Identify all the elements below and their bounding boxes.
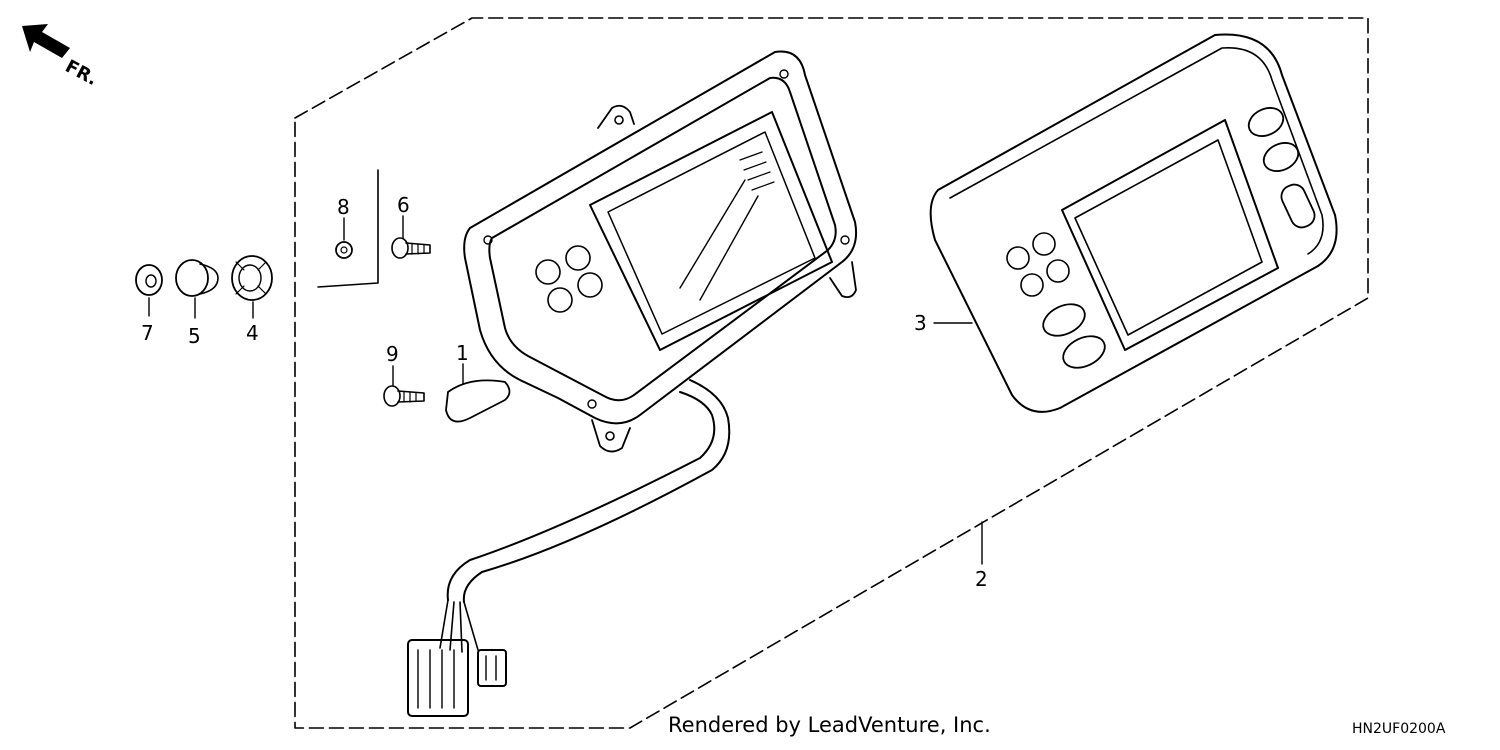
callout-8: 8	[337, 195, 350, 219]
nut-part-7	[135, 264, 163, 296]
assembly-boundary	[294, 17, 1369, 729]
footer-credit: Rendered by LeadVenture, Inc.	[668, 713, 991, 737]
screw-part-9	[383, 385, 425, 407]
callout-5: 5	[188, 324, 201, 348]
connector-large	[407, 639, 469, 717]
callout-1: 1	[456, 341, 469, 365]
callout-9: 9	[386, 342, 399, 366]
meter-housing	[463, 50, 858, 453]
grommet-part-4	[231, 255, 273, 301]
callout-3: 3	[914, 311, 927, 335]
front-label: FR.	[62, 56, 101, 90]
screw-part-6	[391, 237, 431, 259]
callout-6: 6	[397, 193, 410, 217]
meter-case	[929, 33, 1338, 413]
callout-4: 4	[246, 321, 259, 345]
connector-small	[477, 649, 507, 687]
wire-harness	[407, 379, 731, 717]
front-direction-arrow-icon: FR.	[22, 24, 101, 90]
sub-group-bracket	[317, 169, 379, 288]
nut-part-8	[335, 241, 353, 259]
leader-lines	[148, 215, 983, 565]
callout-7: 7	[141, 321, 154, 345]
collar-part-5	[175, 259, 219, 297]
clamp-part	[445, 379, 511, 423]
callout-2: 2	[975, 567, 988, 591]
diagram-code: HN2UF0200A	[1352, 721, 1446, 737]
